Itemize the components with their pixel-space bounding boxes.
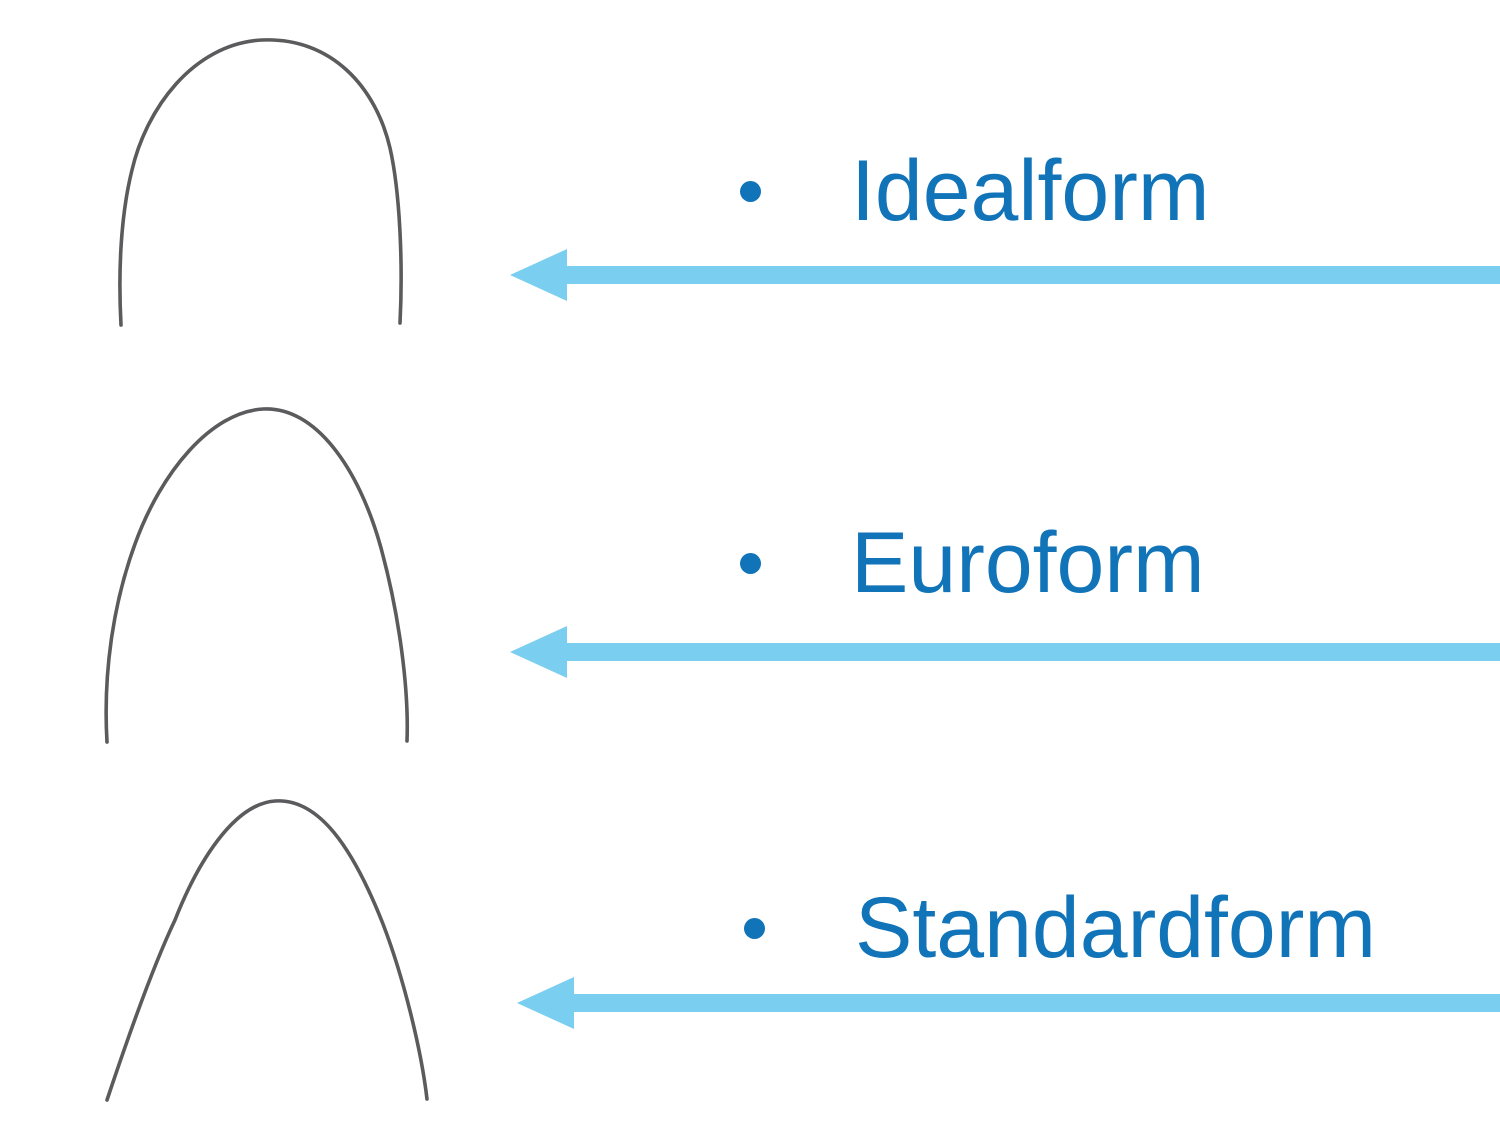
bullet-icon: [740, 552, 761, 574]
left-arrow-icon: [510, 625, 1500, 679]
bullet-icon: [740, 180, 761, 202]
standardform-label: Standardform: [855, 880, 1377, 976]
list-item-euroform: Euroform: [740, 518, 1205, 608]
euroform-label: Euroform: [851, 515, 1205, 611]
idealform-label: Idealform: [851, 143, 1210, 239]
list-item-standardform: Standardform: [744, 883, 1376, 973]
bullet-icon: [744, 917, 765, 939]
left-arrow-icon: [510, 248, 1500, 302]
standardform-archwire-icon: [105, 799, 429, 1102]
euroform-archwire-icon: [104, 407, 410, 744]
list-item-idealform: Idealform: [740, 146, 1210, 236]
left-arrow-icon: [517, 976, 1500, 1030]
idealform-archwire-icon: [118, 38, 403, 327]
